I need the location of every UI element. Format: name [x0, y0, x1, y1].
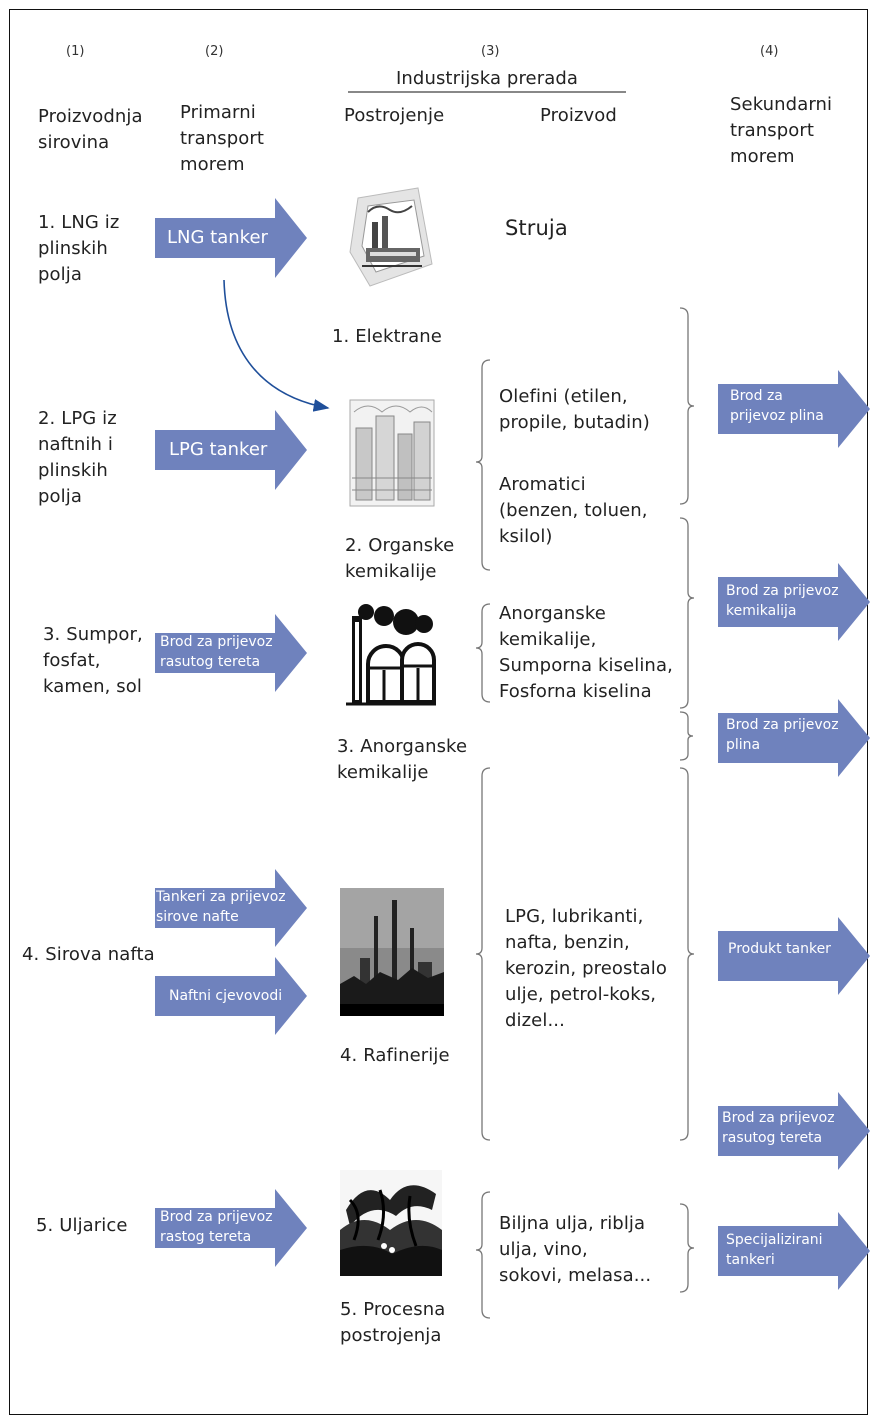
- arrow-label: Brod za prijevoz kemikalija: [726, 583, 839, 619]
- arrow-label: Brod za prijevoz rastog tereta: [160, 1209, 273, 1245]
- product-electricity: Struja: [505, 216, 568, 240]
- arrow-label: Brod za prijevoz plina: [730, 388, 824, 424]
- product-inorganic: Anorganske kemikalije, Sumporna kiselina…: [499, 603, 673, 702]
- product-vegetable-oils: Biljna ulja, riblja ulja, vino, sokovi, …: [499, 1213, 652, 1286]
- arrow-label: LNG tanker: [167, 227, 268, 248]
- brace-left-oils: [475, 1191, 491, 1319]
- column-1-header: Proizvodnja sirovina: [38, 106, 143, 153]
- arrow-oil-pipelines: Naftni cjevovodi: [155, 957, 307, 1035]
- arrow-label: LPG tanker: [169, 439, 268, 460]
- chemical-plant-icon: [348, 398, 436, 508]
- source-sulfur: 3. Sumpor, fosfat, kamen, sol: [43, 624, 143, 697]
- source-oilseeds: 5. Uljarice: [36, 1215, 128, 1236]
- plant-subheader: Postrojenje: [344, 105, 445, 126]
- arrow-label: Brod za prijevoz rasutog tereta: [722, 1110, 835, 1146]
- arrow-product-tanker: Produkt tanker: [718, 917, 870, 995]
- inorganic-chemicals-icon: [344, 602, 436, 706]
- column-4-number: (4): [760, 44, 779, 59]
- arrow-specialized-tankers: Specijalizirani tankeri: [718, 1212, 870, 1290]
- product-subheader: Proizvod: [540, 105, 617, 126]
- arrow-bulk-carrier-2: Brod za prijevoz rastog tereta: [155, 1189, 307, 1267]
- product-olefins: Olefini (etilen, propile, butadin): [499, 386, 650, 433]
- power-plant-icon: [344, 186, 434, 292]
- column-3-number: (3): [481, 44, 500, 59]
- source-lpg: 2. LPG iz naftnih i plinskih polja: [38, 408, 117, 507]
- arrow-gas-carrier-1: Brod za prijevoz plina: [718, 370, 870, 448]
- diagram-frame: [9, 9, 868, 1415]
- arrow-label: Brod za prijevoz plina: [726, 717, 839, 753]
- brace-left-petroleum: [475, 767, 491, 1141]
- arrow-label: Brod za prijevoz rasutog tereta: [160, 634, 273, 670]
- arrow-label: Specijalizirani tankeri: [726, 1232, 823, 1268]
- arrow-lng-tanker: LNG tanker: [155, 198, 307, 278]
- brace-left-inorganic: [475, 603, 491, 703]
- arrow-label: Tankeri za prijevoz sirove nafte: [156, 889, 286, 925]
- column-4-header: Sekundarni transport morem: [730, 94, 833, 167]
- plant-processing: 5. Procesna postrojenja: [340, 1299, 446, 1346]
- column-2-header: Primarni transport morem: [180, 102, 265, 175]
- brace-right-gas-2: [679, 711, 694, 761]
- brace-left-organic: [475, 359, 491, 571]
- brace-right-oils: [679, 1203, 695, 1293]
- arrow-bulk-carrier: Brod za prijevoz rasutog tereta: [155, 614, 307, 692]
- arrow-gas-carrier-2: Brod za prijevoz plina: [718, 699, 870, 777]
- column-3-header: Industrijska prerada: [396, 68, 579, 89]
- arrow-label: Produkt tanker: [728, 941, 831, 957]
- source-lng: 1. LNG iz plinskih polja: [38, 212, 120, 285]
- plant-power: 1. Elektrane: [332, 326, 442, 347]
- brace-right-petroleum: [679, 767, 695, 1141]
- product-petroleum: LPG, lubrikanti, nafta, benzin, kerozin,…: [505, 906, 667, 1031]
- plant-organic: 2. Organske kemikalije: [345, 535, 455, 582]
- arrow-bulk-carrier-secondary: Brod za prijevoz rasutog tereta: [718, 1092, 870, 1170]
- plant-refineries: 4. Rafinerije: [340, 1045, 450, 1066]
- arrow-crude-tankers: Tankeri za prijevoz sirove nafte: [155, 869, 307, 947]
- plant-inorganic: 3. Anorganske kemikalije: [337, 736, 468, 783]
- arrow-chemical-carrier: Brod za prijevoz kemikalija: [718, 563, 870, 641]
- arrow-label: Naftni cjevovodi: [169, 988, 283, 1004]
- brace-right-gas-1: [679, 307, 695, 505]
- column-1-number: (1): [66, 44, 85, 59]
- brace-right-chemicals: [679, 517, 695, 709]
- source-crude-oil: 4. Sirova nafta: [22, 944, 155, 965]
- column-3-underline: [348, 91, 626, 93]
- column-2-number: (2): [205, 44, 224, 59]
- product-aromatics: Aromatici (benzen, toluen, ksilol): [499, 474, 648, 547]
- arrow-lpg-tanker: LPG tanker: [155, 410, 307, 490]
- palm-trees-icon: [340, 1170, 442, 1276]
- refinery-icon: [340, 888, 444, 1016]
